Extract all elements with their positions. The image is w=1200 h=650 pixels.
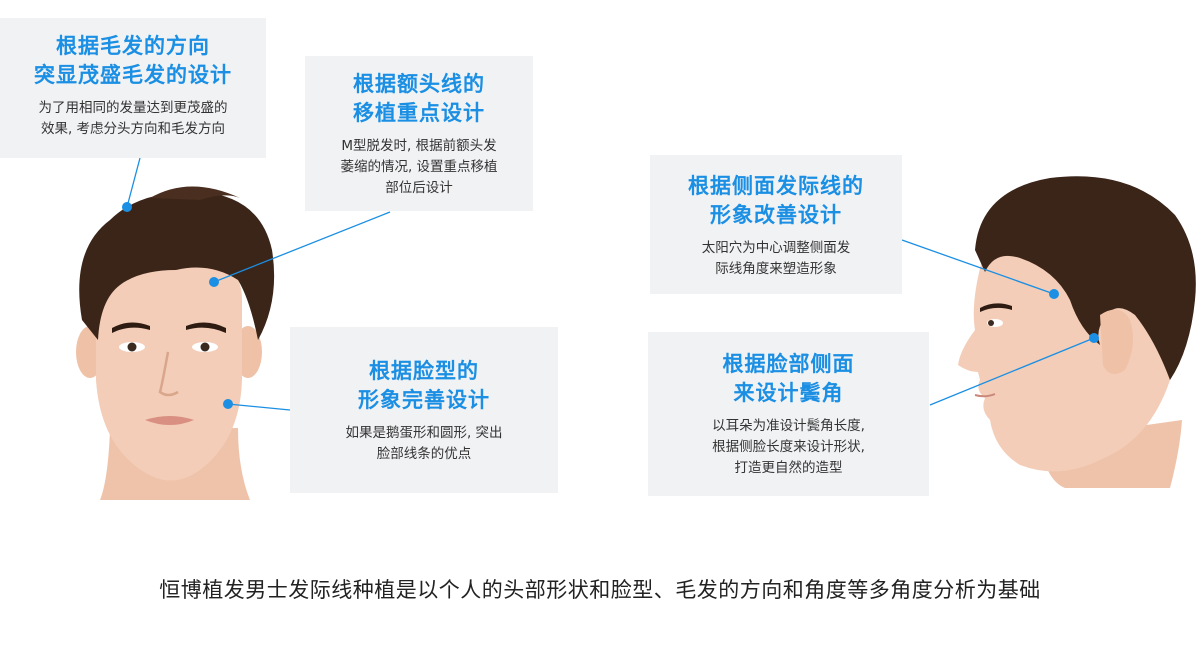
hair-shape-side <box>975 176 1196 380</box>
callout-line-5 <box>929 337 1095 406</box>
left-brow <box>112 322 150 333</box>
card-desc-line-3: 打造更自然的造型 <box>734 460 843 476</box>
callout-dot-1 <box>122 202 132 212</box>
card-title-line-2: 来设计鬓角 <box>733 381 844 405</box>
right-brow <box>186 322 226 333</box>
card-desc-line-2: 萎缩的情况, 设置重点移植 <box>340 159 498 175</box>
callout-card-hair-direction: 根据毛发的方向 突显茂盛毛发的设计 为了用相同的发量达到更茂盛的 效果, 考虑分… <box>0 18 266 158</box>
card-title-line-1: 根据脸型的 <box>369 359 479 383</box>
card-description: 太阳穴为中心调整侧面发 际线角度来塑造形象 <box>650 238 902 280</box>
card-title-line-2: 形象完善设计 <box>358 388 490 412</box>
callout-line-3 <box>227 403 291 411</box>
card-desc-line-3: 部位后设计 <box>385 180 453 196</box>
card-desc-line-2: 际线角度来塑造形象 <box>715 261 837 277</box>
card-title-line-2: 突显茂盛毛发的设计 <box>34 63 232 87</box>
callout-line-2 <box>213 211 391 283</box>
card-desc-line-2: 效果, 考虑分头方向和毛发方向 <box>40 121 226 137</box>
callout-dot-3 <box>223 399 233 409</box>
card-title-line-1: 根据侧面发际线的 <box>688 174 864 198</box>
callout-dot-2 <box>209 277 219 287</box>
hair-highlight <box>150 186 240 200</box>
card-title-line-2: 形象改善设计 <box>710 203 842 227</box>
front-face-illustration <box>76 186 275 500</box>
card-description: M型脱发时, 根据前额头发 萎缩的情况, 设置重点移植 部位后设计 <box>305 136 533 199</box>
callout-dots <box>122 202 1099 409</box>
card-desc-line-1: 太阳穴为中心调整侧面发 <box>701 240 851 256</box>
hair-shape <box>79 191 275 340</box>
brow-side <box>980 303 1012 312</box>
left-pupil <box>127 342 137 352</box>
face-shape <box>96 250 242 481</box>
mouth-side <box>974 393 996 398</box>
card-description: 为了用相同的发量达到更茂盛的 效果, 考虑分头方向和毛发方向 <box>0 98 266 140</box>
card-title-line-1: 根据毛发的方向 <box>56 34 210 58</box>
card-desc-line-2: 根据侧脸长度来设计形状, <box>712 439 865 455</box>
callout-card-face-shape: 根据脸型的 形象完善设计 如果是鹅蛋形和圆形, 突出 脸部线条的优点 <box>290 327 558 493</box>
callout-card-sideburns: 根据脸部侧面 来设计鬓角 以耳朵为准设计鬓角长度, 根据侧脸长度来设计形状, 打… <box>648 332 929 496</box>
card-desc-line-1: M型脱发时, 根据前额头发 <box>341 138 497 154</box>
card-desc-line-1: 如果是鹅蛋形和圆形, 突出 <box>345 425 503 441</box>
bottom-caption: 恒博植发男士发际线种植是以个人的头部形状和脸型、毛发的方向和角度等多角度分析为基… <box>159 578 1041 602</box>
card-description: 如果是鹅蛋形和圆形, 突出 脸部线条的优点 <box>290 423 558 465</box>
card-title-line-2: 移植重点设计 <box>353 101 485 125</box>
callout-line-4 <box>901 239 1055 295</box>
card-description: 以耳朵为准设计鬓角长度, 根据侧脸长度来设计形状, 打造更自然的造型 <box>648 416 929 479</box>
ear-side <box>1100 309 1134 374</box>
card-desc-line-2: 脸部线条的优点 <box>376 446 472 462</box>
callout-card-forehead-line: 根据额头线的 移植重点设计 M型脱发时, 根据前额头发 萎缩的情况, 设置重点移… <box>305 56 533 211</box>
card-desc-line-1: 为了用相同的发量达到更茂盛的 <box>38 100 228 116</box>
side-face-illustration <box>958 176 1196 488</box>
nose-shape <box>158 351 179 397</box>
card-desc-line-1: 以耳朵为准设计鬓角长度, <box>712 418 865 434</box>
right-pupil <box>200 342 210 352</box>
mouth-shape <box>145 416 194 425</box>
callout-line-1 <box>126 157 141 208</box>
callout-dot-5 <box>1089 333 1099 343</box>
pupil-side <box>988 320 994 326</box>
card-title-line-1: 根据脸部侧面 <box>722 352 855 376</box>
callout-dot-4 <box>1049 289 1059 299</box>
callout-card-side-hairline: 根据侧面发际线的 形象改善设计 太阳穴为中心调整侧面发 际线角度来塑造形象 <box>650 155 902 294</box>
callout-lines <box>126 157 1095 411</box>
card-title-line-1: 根据额头线的 <box>353 72 485 96</box>
